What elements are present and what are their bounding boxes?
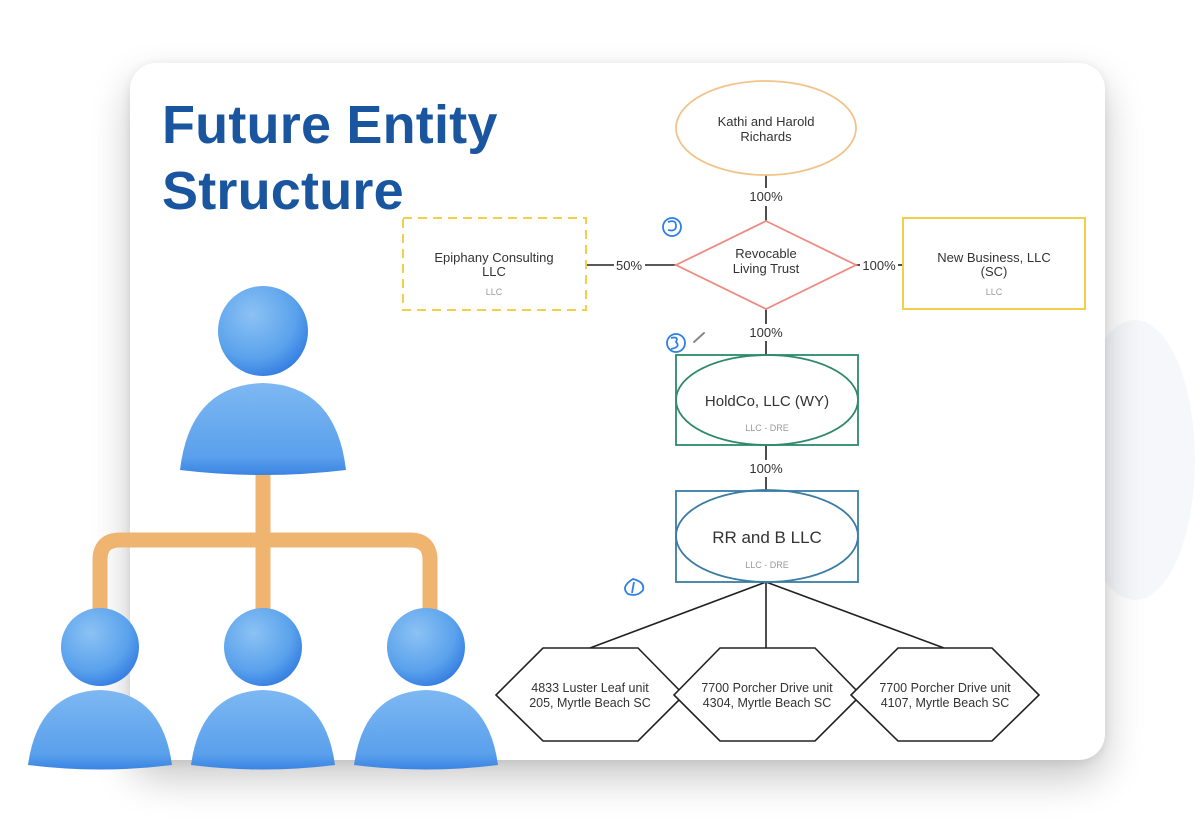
rrb-type: LLC - DRE bbox=[745, 560, 789, 570]
org-bottom-person-right bbox=[354, 608, 498, 770]
trust-label-1: Revocable bbox=[735, 246, 796, 261]
holdco-type: LLC - DRE bbox=[745, 423, 789, 433]
property-hexagon-3 bbox=[849, 647, 1041, 742]
rrb-label: RR and B LLC bbox=[712, 528, 822, 547]
owners-label-1: Kathi and Harold bbox=[718, 114, 815, 129]
org-bottom-person-middle bbox=[191, 608, 335, 770]
holdco-ellipse bbox=[675, 354, 859, 446]
property-2-line-2: 4304, Myrtle Beach SC bbox=[703, 696, 832, 710]
property-1-line-2: 205, Myrtle Beach SC bbox=[529, 696, 651, 710]
new-business-node[interactable]: New Business, LLC (SC) LLC bbox=[902, 217, 1086, 310]
new-business-type: LLC bbox=[986, 287, 1003, 297]
connector-rrb-property-1 bbox=[589, 581, 767, 649]
property-node-2[interactable]: 7700 Porcher Drive unit 4304, Myrtle Bea… bbox=[672, 647, 863, 742]
annotation-2-circle bbox=[662, 217, 682, 237]
rrb-ellipse bbox=[675, 489, 859, 583]
epiphany-label-1: Epiphany Consulting bbox=[434, 250, 553, 265]
annotation-3-glyph bbox=[670, 336, 679, 350]
trust-node[interactable]: Revocable Living Trust bbox=[673, 219, 859, 311]
annotation-1 bbox=[624, 578, 645, 596]
rrb-node[interactable]: RR and B LLC LLC - DRE bbox=[675, 489, 859, 583]
trust-label-2: Living Trust bbox=[733, 261, 800, 276]
annotation-2-glyph bbox=[667, 220, 677, 232]
owners-label-2: Richards bbox=[740, 129, 792, 144]
org-connectors bbox=[92, 462, 438, 623]
owners-ellipse bbox=[675, 80, 857, 176]
property-node-1[interactable]: 4833 Luster Leaf unit 205, Myrtle Beach … bbox=[494, 647, 686, 742]
property-3-line-1: 7700 Porcher Drive unit bbox=[879, 681, 1011, 695]
pct-trust-new-business: 100% bbox=[862, 258, 896, 273]
title-line-2: Structure bbox=[162, 161, 404, 221]
new-business-box bbox=[902, 217, 1086, 310]
holdco-label: HoldCo, LLC (WY) bbox=[705, 393, 829, 410]
annotation-2 bbox=[662, 217, 682, 237]
pencil-icon bbox=[693, 332, 705, 343]
property-hexagon-2 bbox=[672, 647, 863, 742]
property-hexagon-1 bbox=[494, 647, 686, 742]
trust-diamond bbox=[673, 219, 859, 311]
pct-owners-trust: 100% bbox=[749, 189, 783, 204]
connectors bbox=[586, 175, 945, 649]
annotation-1-glyph bbox=[631, 581, 635, 594]
annotation-3-circle bbox=[666, 333, 686, 353]
property-1-line-1: 4833 Luster Leaf unit bbox=[531, 681, 649, 695]
owners-node[interactable]: Kathi and Harold Richards bbox=[675, 80, 857, 176]
org-top-person bbox=[180, 286, 346, 475]
connector-rrb-property-3 bbox=[765, 581, 945, 649]
epiphany-box bbox=[402, 217, 587, 311]
epiphany-type: LLC bbox=[486, 287, 503, 297]
property-2-line-1: 7700 Porcher Drive unit bbox=[701, 681, 833, 695]
new-business-label-2: (SC) bbox=[981, 264, 1008, 279]
pct-trust-epiphany: 50% bbox=[616, 258, 642, 273]
slide-title: Future Entity Structure bbox=[162, 92, 498, 224]
title-line-1: Future Entity bbox=[162, 95, 498, 155]
property-node-3[interactable]: 7700 Porcher Drive unit 4107, Myrtle Bea… bbox=[849, 647, 1041, 742]
annotation-3 bbox=[666, 333, 686, 353]
annotation-1-circle bbox=[624, 578, 645, 596]
new-business-label-1: New Business, LLC bbox=[937, 250, 1050, 265]
pct-trust-holdco: 100% bbox=[749, 325, 783, 340]
property-3-line-2: 4107, Myrtle Beach SC bbox=[881, 696, 1010, 710]
pct-holdco-rrb: 100% bbox=[749, 461, 783, 476]
org-bottom-person-left bbox=[28, 608, 172, 770]
epiphany-label-2: LLC bbox=[482, 264, 506, 279]
epiphany-node[interactable]: Epiphany Consulting LLC LLC bbox=[402, 217, 587, 311]
holdco-node[interactable]: HoldCo, LLC (WY) LLC - DRE bbox=[675, 354, 859, 446]
